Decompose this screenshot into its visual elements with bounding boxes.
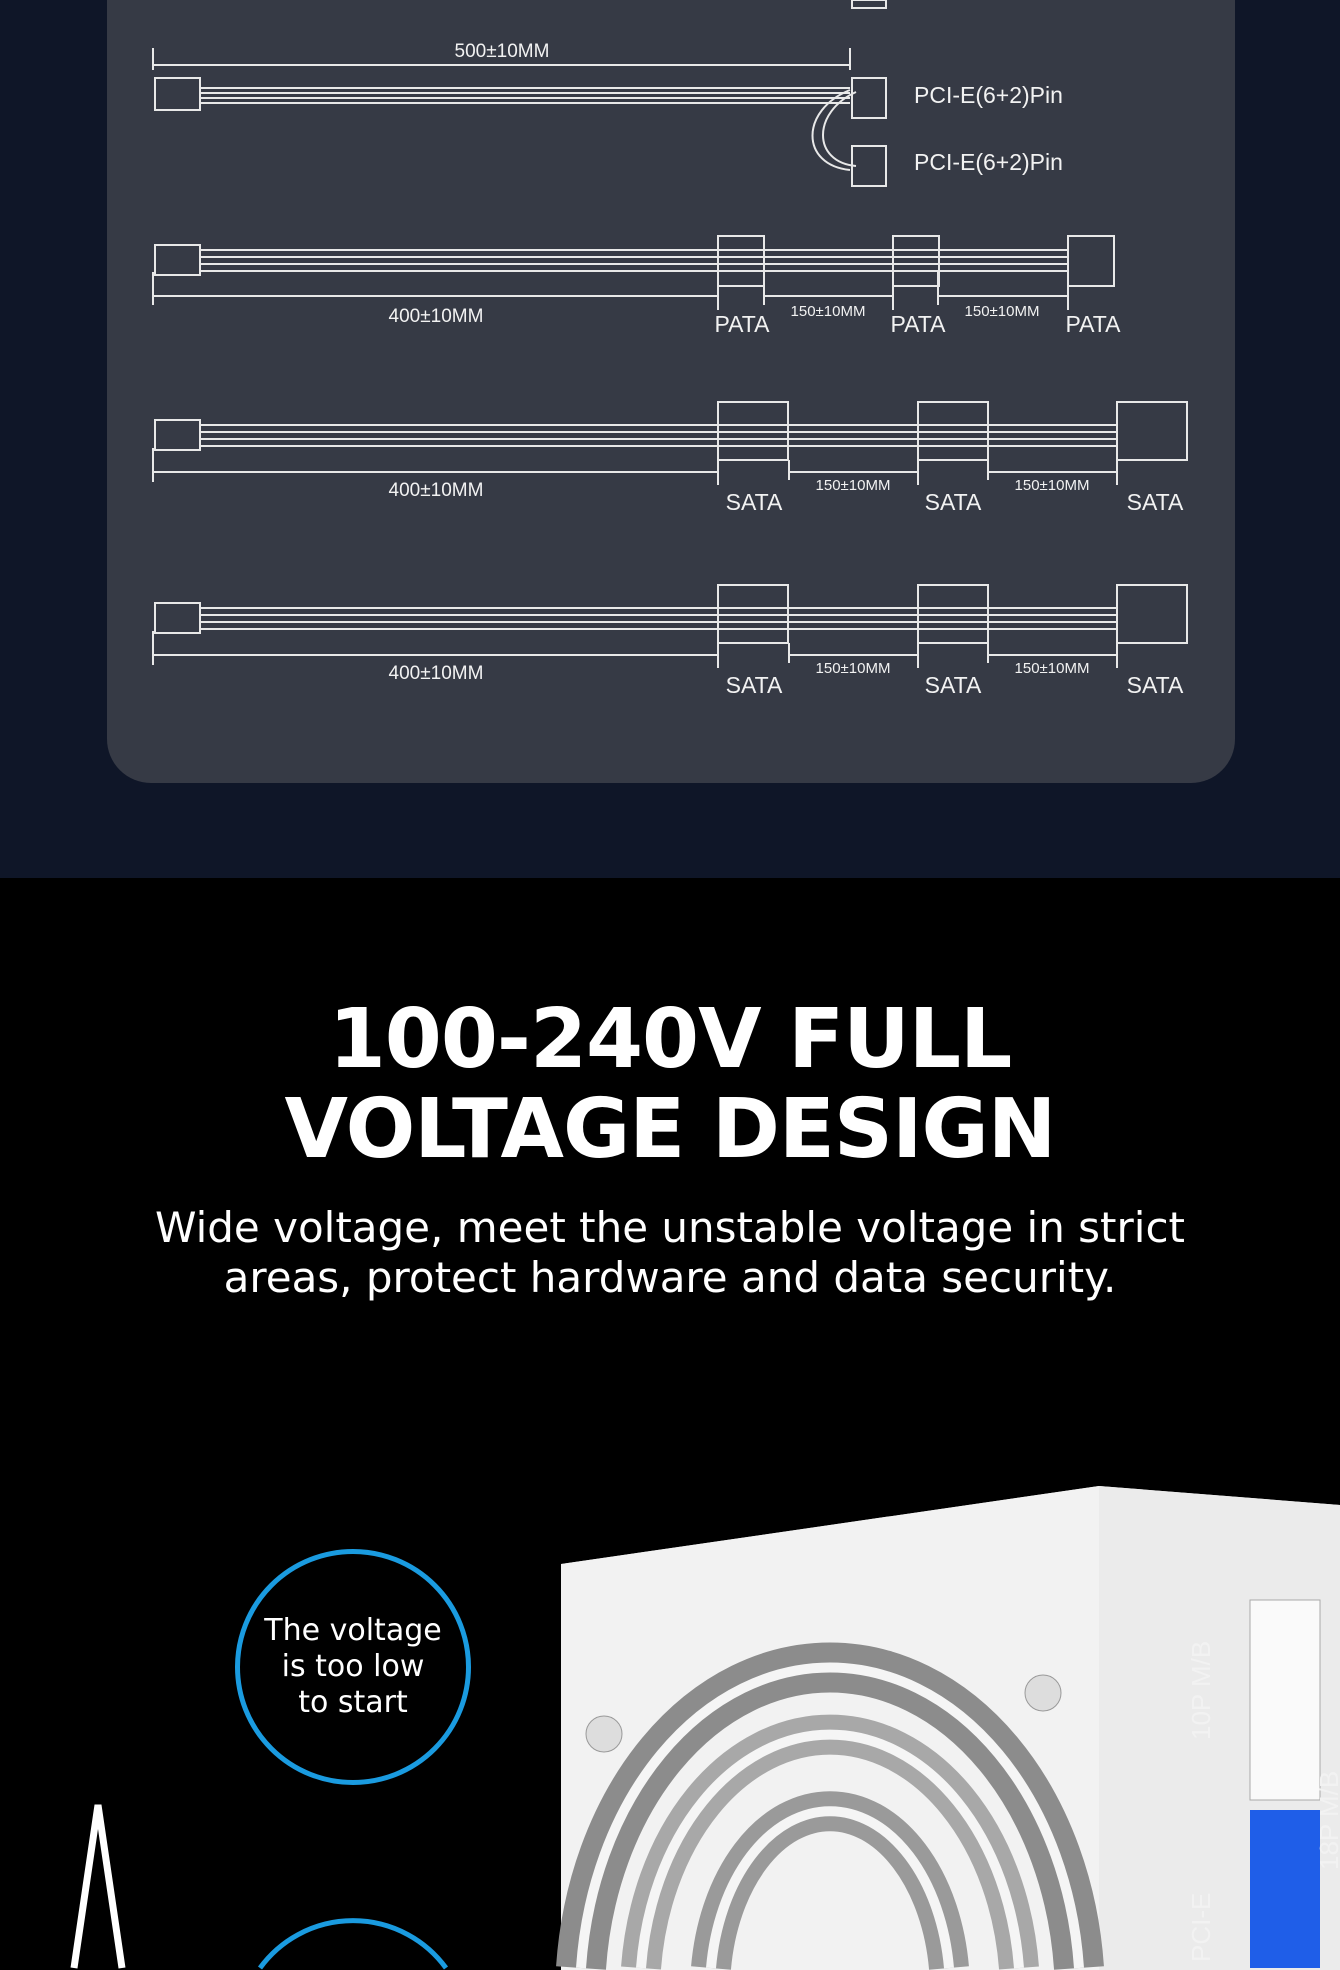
- pcie-connector: [851, 77, 887, 119]
- pata-connector: [717, 235, 765, 287]
- sata-label: SATA: [925, 489, 982, 515]
- pata-segment-label: 150±10MM: [791, 303, 866, 320]
- callout-line: is too low: [281, 1649, 425, 1684]
- screw-icon: [585, 1715, 623, 1753]
- sata-length-label: 400±10MM: [389, 663, 484, 684]
- subtitle-line: areas, protect hardware and data securit…: [223, 1253, 1117, 1302]
- pata-cable: [152, 235, 1115, 310]
- pata-label: PATA: [891, 311, 947, 337]
- sata-connector: [917, 401, 989, 461]
- sata-label: SATA: [1127, 672, 1184, 698]
- section-title: 100-240V FULL VOLTAGE DESIGN: [0, 995, 1340, 1175]
- title-line: VOLTAGE DESIGN: [284, 1082, 1057, 1177]
- title-line: 100-240V FULL: [328, 992, 1012, 1087]
- cable-diagram-panel: [107, 0, 1235, 783]
- fan-grill: [556, 1642, 1104, 1970]
- sata-connector: [1116, 584, 1188, 644]
- 10p-mb-port: [1249, 1599, 1321, 1801]
- sata-connector: [917, 584, 989, 644]
- sata-cable: [152, 401, 1188, 485]
- screw-icon: [1024, 1674, 1062, 1712]
- sata-segment-label: 150±10MM: [816, 660, 891, 677]
- pcie-connector-label: PCI-E(6+2)Pin: [914, 82, 1063, 108]
- connector: [851, 0, 887, 9]
- sata-length-label: 400±10MM: [389, 480, 484, 501]
- pata-connector: [1067, 235, 1115, 287]
- sata-connector: [1116, 401, 1188, 461]
- sata-label: SATA: [925, 672, 982, 698]
- pata-length-label: 400±10MM: [389, 306, 484, 327]
- subtitle-line: Wide voltage, meet the unstable voltage …: [154, 1203, 1186, 1252]
- voltage-spike-line: [70, 1804, 126, 1969]
- callout-line: to start: [298, 1685, 408, 1720]
- pata-label: PATA: [1066, 311, 1122, 337]
- port-label: PCI-E: [1186, 1893, 1216, 1962]
- voltage-callout-circle: [257, 1918, 449, 1970]
- cable-diagram: 500±10MM PCI-E(6+2)Pin PCI-E(6+2)Pin 400…: [152, 0, 1188, 698]
- section-subtitle: Wide voltage, meet the unstable voltage …: [0, 1203, 1340, 1303]
- low-voltage-callout: The voltage is too low to start: [235, 1549, 471, 1785]
- callout-line: The voltage: [264, 1613, 442, 1648]
- cable-diagram-section: 500±10MM PCI-E(6+2)Pin PCI-E(6+2)Pin 400…: [0, 0, 1340, 878]
- pcie-connector-label: PCI-E(6+2)Pin: [914, 149, 1063, 175]
- pata-segment-label: 150±10MM: [965, 303, 1040, 320]
- pcie-cable: [152, 48, 887, 187]
- pata-label: PATA: [715, 311, 771, 337]
- pcie-port: [1250, 1810, 1320, 1968]
- sata-label: SATA: [1127, 489, 1184, 515]
- sata-segment-label: 150±10MM: [816, 477, 891, 494]
- sata-cable: [152, 584, 1188, 668]
- sata-label: SATA: [726, 672, 783, 698]
- sata-segment-label: 150±10MM: [1015, 477, 1090, 494]
- sata-connector: [717, 584, 789, 644]
- pcie-connector: [851, 145, 887, 187]
- port-label: 10P M/B: [1186, 1641, 1216, 1740]
- pcie-length-label: 500±10MM: [455, 41, 550, 62]
- sata-label: SATA: [726, 489, 783, 515]
- pata-connector: [892, 235, 940, 287]
- sata-segment-label: 150±10MM: [1015, 660, 1090, 677]
- sata-connector: [717, 401, 789, 461]
- port-label: 18P M/B: [1314, 1771, 1340, 1870]
